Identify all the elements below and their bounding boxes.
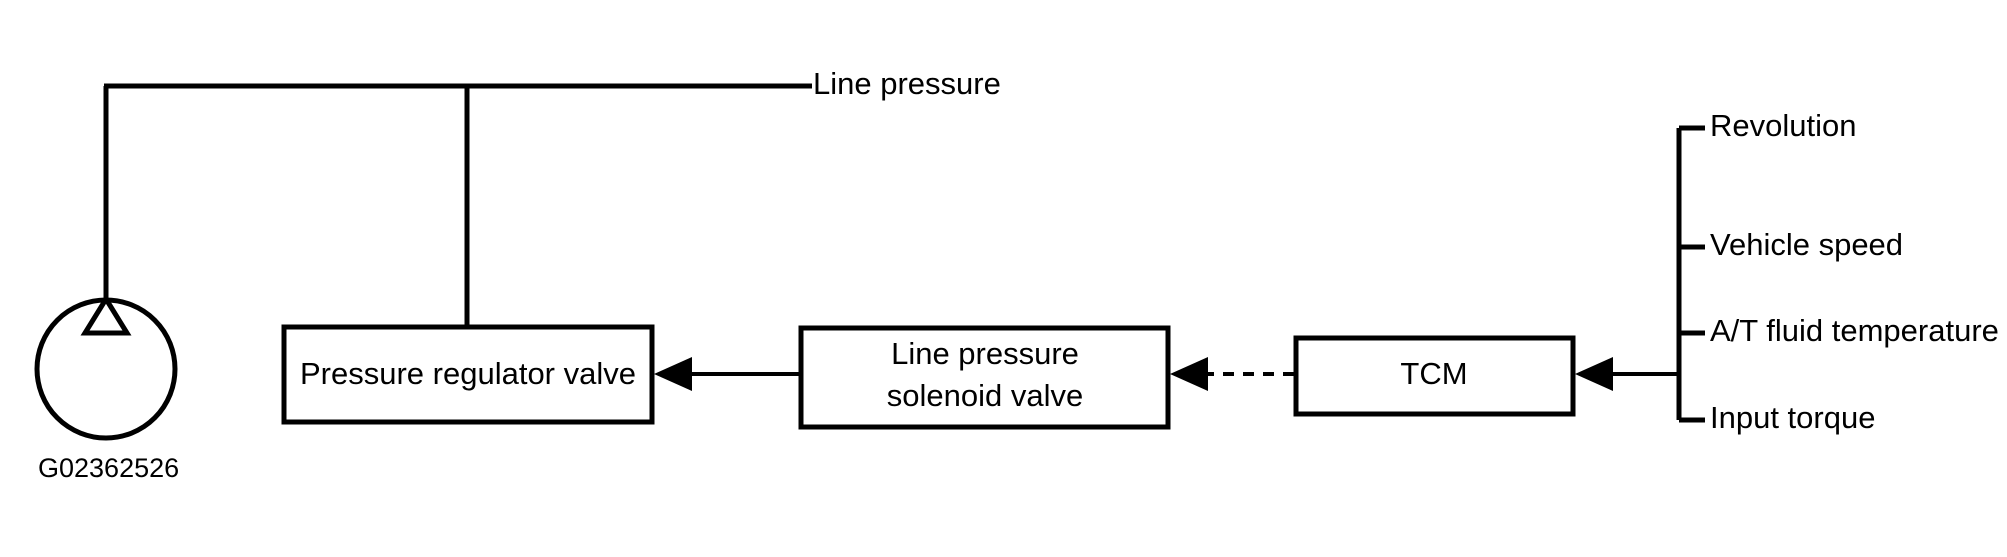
tcm-label: TCM: [1400, 356, 1467, 391]
strainer-triangle-icon: [80, 294, 132, 336]
solenoid-to-regulator-arrow: [654, 357, 799, 391]
pressure-regulator-valve-box[interactable]: [281, 324, 655, 425]
figure-caption: G02362526: [38, 453, 179, 483]
inputs-to-tcm-arrow: [1575, 357, 1679, 391]
line-pressure-solenoid-valve-node[interactable]: [798, 325, 1171, 430]
input-label-input-torque: Input torque: [1710, 400, 1875, 435]
tcm-to-solenoid-arrow: [1170, 357, 1294, 391]
pressure-regulator-valve-node[interactable]: [281, 324, 655, 425]
input-label-at-fluid-temperature: A/T fluid temperature: [1710, 313, 1999, 348]
arrowhead-left-dashed-icon: [1170, 357, 1208, 391]
oil-pan-reservoir-symbol: [34, 294, 178, 441]
line-pressure-circuit: [103, 83, 803, 327]
input-label-revolution: Revolution: [1710, 108, 1856, 143]
arrowhead-left-icon: [654, 357, 692, 391]
arrowhead-left-input-icon: [1575, 357, 1613, 391]
line-pressure-solenoid-valve-box[interactable]: [798, 325, 1171, 430]
input-signal-bus: [1676, 125, 1705, 423]
input-label-vehicle-speed: Vehicle speed: [1710, 227, 1903, 262]
line-pressure-solenoid-valve-label-line1: Line pressure: [891, 336, 1079, 371]
line-pressure-solenoid-valve-label-line2: solenoid valve: [887, 378, 1083, 413]
tcm-box[interactable]: [1293, 335, 1576, 417]
line-pressure-flow-label: Line pressure: [813, 66, 1001, 101]
tcm-node[interactable]: [1293, 335, 1576, 417]
pressure-regulator-valve-label: Pressure regulator valve: [300, 356, 636, 391]
